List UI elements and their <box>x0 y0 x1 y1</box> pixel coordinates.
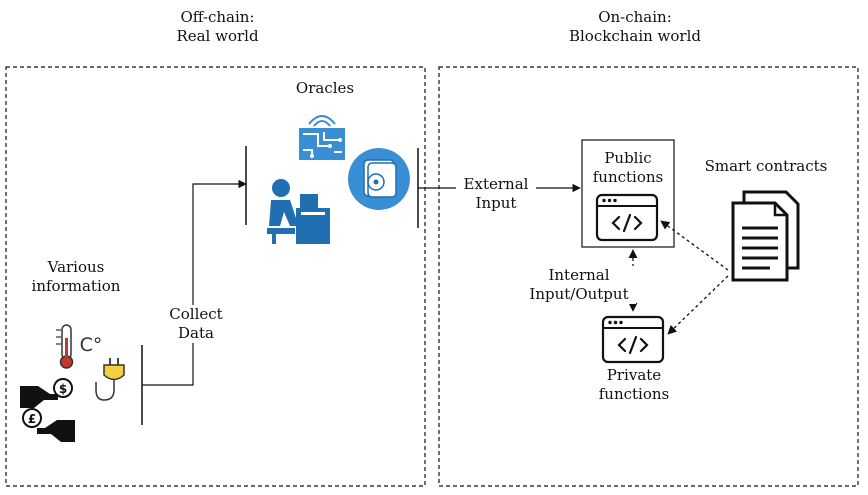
internal-io-label: Internal Input/Output <box>522 266 636 304</box>
smart-contracts-label: Smart contracts <box>704 157 828 175</box>
svg-text:$: $ <box>59 382 67 396</box>
collect-data-arrow <box>142 179 247 386</box>
documents-icon <box>731 190 800 282</box>
onchain-header: On-chain: Blockchain world <box>568 8 701 45</box>
oracles-label: Oracles <box>295 79 355 97</box>
offchain-header: Off-chain: Real world <box>176 8 259 45</box>
external-input-label: External Input <box>456 175 536 213</box>
public-functions-label: Public functions <box>592 149 664 186</box>
various-information-label: Various information <box>31 258 121 295</box>
circuit-icon <box>299 115 345 160</box>
private-functions-label: Private functions <box>598 366 670 403</box>
offchain-region <box>5 66 426 487</box>
onchain-region <box>438 66 859 487</box>
contract-to-public-arrow <box>660 220 729 271</box>
collect-data-label: Collect Data <box>160 305 232 343</box>
thermometer-icon <box>56 324 74 369</box>
worker-at-desk-icon <box>267 179 330 244</box>
code-window-icon <box>595 193 659 242</box>
pound-hand-icon: £ <box>22 408 75 442</box>
temperature-unit-label: C° <box>79 334 103 356</box>
plug-icon <box>95 358 125 401</box>
disc-icon <box>348 148 410 210</box>
svg-text:£: £ <box>28 412 36 426</box>
code-window-icon <box>601 315 665 364</box>
contract-to-private-arrow <box>667 275 729 335</box>
dollar-hand-icon: $ <box>20 378 73 408</box>
